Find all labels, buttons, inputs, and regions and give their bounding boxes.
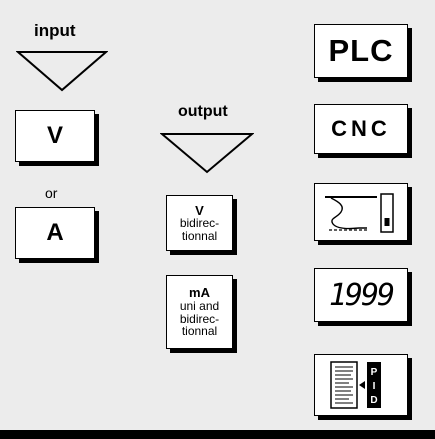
- voltage-output-line1: bidirec-: [179, 216, 220, 231]
- voltage-input-label: V: [46, 122, 63, 149]
- pid-letter-p: P: [371, 367, 378, 378]
- bottom-border: [0, 430, 435, 439]
- current-output-line3: tionnal: [181, 324, 218, 339]
- plc-label: PLC: [328, 33, 394, 68]
- pid-controller-icon: P I D: [330, 361, 381, 409]
- voltage-output-unit: V: [195, 202, 204, 218]
- current-output-line1: uni and: [179, 298, 220, 313]
- pid-letter-i: I: [373, 381, 376, 392]
- cnc-label: CNC: [331, 116, 391, 141]
- current-input-box: A: [15, 207, 95, 259]
- pid-controller-box: P I D: [314, 354, 408, 416]
- chart-recorder-icon: [325, 193, 394, 233]
- output-arrow-icon: [160, 133, 254, 174]
- voltage-output-line2: tionnal: [181, 228, 218, 243]
- input-arrow-icon: [16, 51, 108, 92]
- input-label: input: [34, 21, 76, 40]
- or-label: or: [45, 185, 58, 201]
- cnc-box: CNC: [314, 104, 408, 154]
- current-output-line2: bidirec-: [179, 311, 220, 326]
- chart-recorder-box: [314, 183, 408, 241]
- digital-display-value: 1999: [328, 277, 395, 313]
- voltage-output-box: V bidirec- tionnal: [166, 195, 233, 251]
- voltage-input-box: V: [15, 110, 95, 162]
- digital-display-box: 1999: [314, 268, 408, 322]
- output-label: output: [178, 103, 228, 120]
- current-output-box: mA uni and bidirec- tionnal: [166, 275, 233, 349]
- plc-box: PLC: [314, 24, 408, 78]
- pid-letter-d: D: [370, 395, 377, 406]
- current-output-unit: mA: [189, 285, 210, 301]
- current-input-label: A: [46, 219, 64, 246]
